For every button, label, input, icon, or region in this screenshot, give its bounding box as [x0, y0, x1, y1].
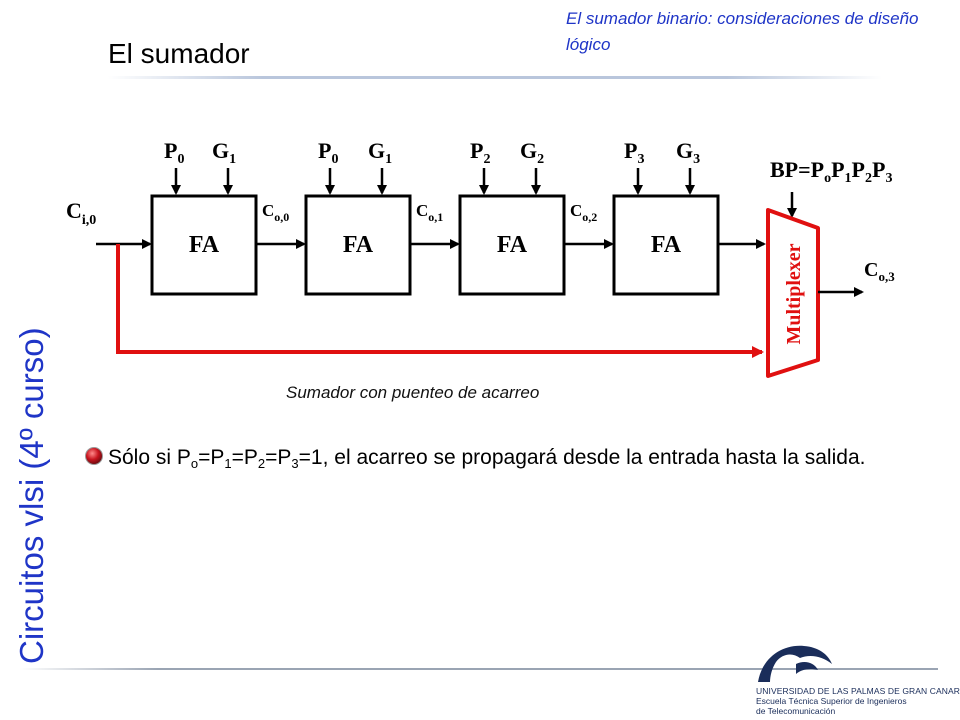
input-label-p0: P0: [318, 138, 338, 167]
slide-title: El sumador: [108, 38, 250, 69]
input-arrows: [171, 168, 695, 195]
university-line-3: de Telecomunicación: [756, 706, 836, 716]
bullet-text: Sólo si Po=P1=P2=P3=1, el acarreo se pro…: [108, 446, 866, 471]
input-label-p2: P2: [470, 138, 490, 167]
input-label-p0: P0: [164, 138, 184, 167]
university-line-2: Escuela Técnica Superior de Ingenieros: [756, 696, 907, 706]
adder-block-2: FA: [458, 194, 566, 296]
adder-label: FA: [343, 232, 374, 258]
adder-label: FA: [497, 232, 528, 258]
carry-in-label: Ci,0: [66, 198, 96, 228]
input-label-g1: G1: [212, 138, 236, 167]
input-label-p3: P3: [624, 138, 644, 167]
input-label-g1: G1: [368, 138, 392, 167]
carry-bypass-diagram: Ci,0 FA FA FA FA P0 G1 P0 G1 P2 G2 P3 G3: [66, 138, 895, 378]
adder-block-3: FA: [612, 194, 720, 296]
input-label-g2: G2: [520, 138, 544, 167]
carry-label-0: Co,0: [262, 201, 289, 224]
header-note: El sumador binario: consideraciones de d…: [566, 9, 919, 54]
diagram-caption: Sumador con puenteo de acarreo: [286, 383, 540, 402]
adder-label: FA: [651, 232, 682, 258]
bypass-path: [116, 244, 764, 358]
carry-label-1: Co,1: [416, 201, 443, 224]
adder-block-1: FA: [304, 194, 412, 296]
multiplexer: Multiplexer: [766, 208, 820, 378]
carry-label-2: Co,2: [570, 201, 597, 224]
adder-block-0: FA: [150, 194, 258, 296]
adder-label: FA: [189, 232, 220, 258]
bypass-select-label: BP=PoP1P2P3: [770, 157, 892, 186]
footer-divider: [20, 668, 938, 670]
carry-out-label: Co,3: [864, 259, 895, 284]
university-name: UNIVERSIDAD DE LAS PALMAS DE GRAN CANARI…: [756, 686, 960, 716]
university-line-1: UNIVERSIDAD DE LAS PALMAS DE GRAN CANARI…: [756, 686, 960, 696]
header-divider: [108, 76, 882, 79]
multiplexer-label: Multiplexer: [783, 243, 805, 344]
bullet-icon: [85, 447, 103, 465]
input-label-g3: G3: [676, 138, 700, 167]
university-logo: [758, 645, 832, 682]
